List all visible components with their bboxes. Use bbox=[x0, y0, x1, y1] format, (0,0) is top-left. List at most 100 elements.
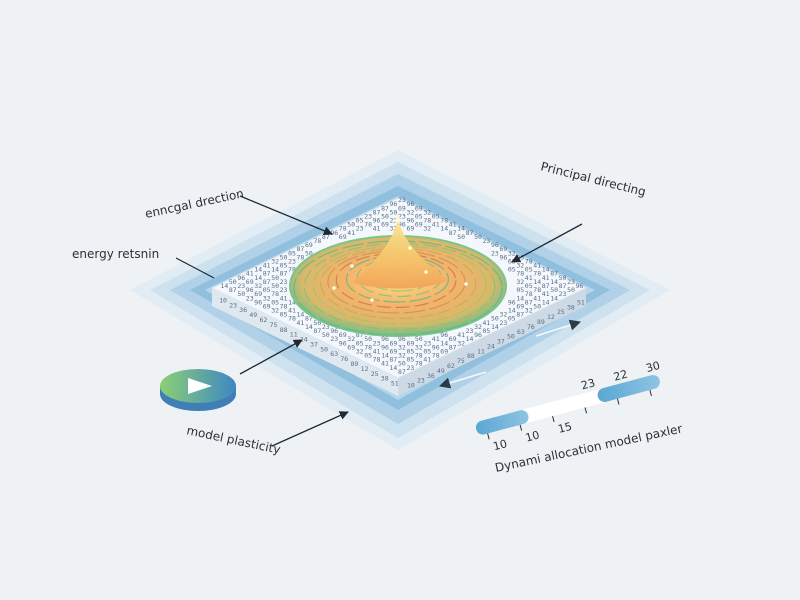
grid-number: 14 bbox=[440, 339, 448, 347]
side-number: 36 bbox=[427, 372, 435, 380]
grid-number: 96 bbox=[373, 217, 381, 225]
grid-number: 14 bbox=[550, 278, 558, 286]
grid-number: 23 bbox=[246, 294, 254, 302]
side-number: 38 bbox=[381, 375, 389, 383]
grid-number: 96 bbox=[474, 331, 482, 339]
grid-number: 87 bbox=[390, 356, 398, 364]
grid-number: 87 bbox=[381, 204, 389, 212]
grid-number: 41 bbox=[542, 290, 550, 298]
grid-number: 32 bbox=[415, 343, 423, 351]
grid-number: 05 bbox=[263, 286, 271, 294]
grid-number: 78 bbox=[288, 266, 296, 274]
grid-number: 14 bbox=[466, 335, 474, 343]
grid-number: 32 bbox=[525, 307, 533, 315]
grid-number: 87 bbox=[356, 331, 364, 339]
grid-number: 14 bbox=[542, 298, 550, 306]
grid-number: 14 bbox=[533, 278, 541, 286]
grid-number: 96 bbox=[339, 339, 347, 347]
grid-number: 05 bbox=[288, 249, 296, 257]
grid-number: 50 bbox=[280, 253, 288, 261]
grid-number: 32 bbox=[474, 323, 482, 331]
side-number: 89 bbox=[537, 318, 545, 326]
grid-number: 69 bbox=[500, 245, 508, 253]
side-number: 62 bbox=[260, 316, 268, 324]
grid-number: 05 bbox=[525, 266, 533, 274]
grid-number: 32 bbox=[271, 307, 279, 315]
grid-number: 05 bbox=[407, 348, 415, 356]
slider-tick-label: 10 bbox=[492, 437, 509, 453]
grid-number: 69 bbox=[254, 290, 262, 298]
grid-number: 69 bbox=[381, 221, 389, 229]
grid-number: 23 bbox=[364, 213, 372, 221]
grid-number: 41 bbox=[542, 274, 550, 282]
grid-number: 50 bbox=[381, 213, 389, 221]
side-number: 23 bbox=[417, 377, 425, 385]
side-number: 24 bbox=[487, 342, 495, 350]
slider-caption: Dynami allocation model paxler bbox=[494, 421, 684, 474]
grid-number: 14 bbox=[491, 323, 499, 331]
grid-number: 96 bbox=[407, 217, 415, 225]
grid-number: 96 bbox=[576, 282, 584, 290]
energy-surface bbox=[289, 217, 507, 337]
grid-number: 32 bbox=[457, 339, 465, 347]
grid-number: 50 bbox=[364, 335, 372, 343]
grid-number: 41 bbox=[263, 262, 271, 270]
grid-number: 78 bbox=[423, 217, 431, 225]
grid-number: 87 bbox=[297, 245, 305, 253]
board-side-right bbox=[398, 288, 586, 396]
slider-tick-label: 30 bbox=[645, 359, 662, 375]
grid-number: 87 bbox=[322, 233, 330, 241]
slider-tick-label: 15 bbox=[557, 420, 574, 436]
grid-number: 32 bbox=[347, 335, 355, 343]
grid-number: 96 bbox=[381, 335, 389, 343]
slider-fill-left bbox=[475, 410, 529, 435]
grid-number: 41 bbox=[423, 356, 431, 364]
side-number: 88 bbox=[280, 326, 288, 334]
sparkle-dot bbox=[424, 270, 428, 274]
grid-number: 78 bbox=[525, 258, 533, 266]
label-top-right: Principal directing bbox=[539, 159, 647, 199]
grid-number: 78 bbox=[440, 217, 448, 225]
grid-number: 23 bbox=[280, 278, 288, 286]
grid-number: 78 bbox=[415, 360, 423, 368]
side-number: 11 bbox=[290, 331, 298, 339]
grid-number: 23 bbox=[567, 278, 575, 286]
grid-number: 50 bbox=[305, 249, 313, 257]
board-side-left bbox=[212, 288, 398, 396]
grid-number: 14 bbox=[516, 294, 524, 302]
side-number: 63 bbox=[330, 350, 338, 358]
grid-number: 41 bbox=[432, 221, 440, 229]
sparkle-dot bbox=[408, 246, 412, 250]
grid-number: 41 bbox=[457, 331, 465, 339]
grid-number: 32 bbox=[271, 258, 279, 266]
grid-number: 87 bbox=[314, 327, 322, 335]
grid-number: 32 bbox=[263, 294, 271, 302]
play-icon[interactable] bbox=[188, 378, 212, 394]
grid-number: 14 bbox=[288, 298, 296, 306]
grid-number: 14 bbox=[297, 311, 305, 319]
grid-number: 69 bbox=[390, 339, 398, 347]
grid-number: 78 bbox=[516, 270, 524, 278]
grid-number: 87 bbox=[559, 282, 567, 290]
grid-number: 41 bbox=[449, 221, 457, 229]
grid-number: 05 bbox=[432, 213, 440, 221]
grid-number: 69 bbox=[390, 348, 398, 356]
side-number: 63 bbox=[517, 328, 525, 336]
grid-number: 14 bbox=[271, 266, 279, 274]
side-number: 25 bbox=[371, 370, 379, 378]
surface-peak bbox=[352, 220, 448, 289]
side-number: 50 bbox=[507, 333, 515, 341]
grid-number: 23 bbox=[500, 319, 508, 327]
grid-number: 96 bbox=[491, 241, 499, 249]
grid-number: 69 bbox=[347, 343, 355, 351]
grid-number: 23 bbox=[237, 282, 245, 290]
arrow-top-right bbox=[511, 223, 583, 263]
play-button[interactable] bbox=[160, 369, 236, 411]
board-arrow-left bbox=[438, 371, 487, 389]
sparkle-dot bbox=[464, 282, 468, 286]
grid-number: 41 bbox=[347, 229, 355, 237]
grid-number: 50 bbox=[229, 278, 237, 286]
grid-number: 78 bbox=[364, 221, 372, 229]
